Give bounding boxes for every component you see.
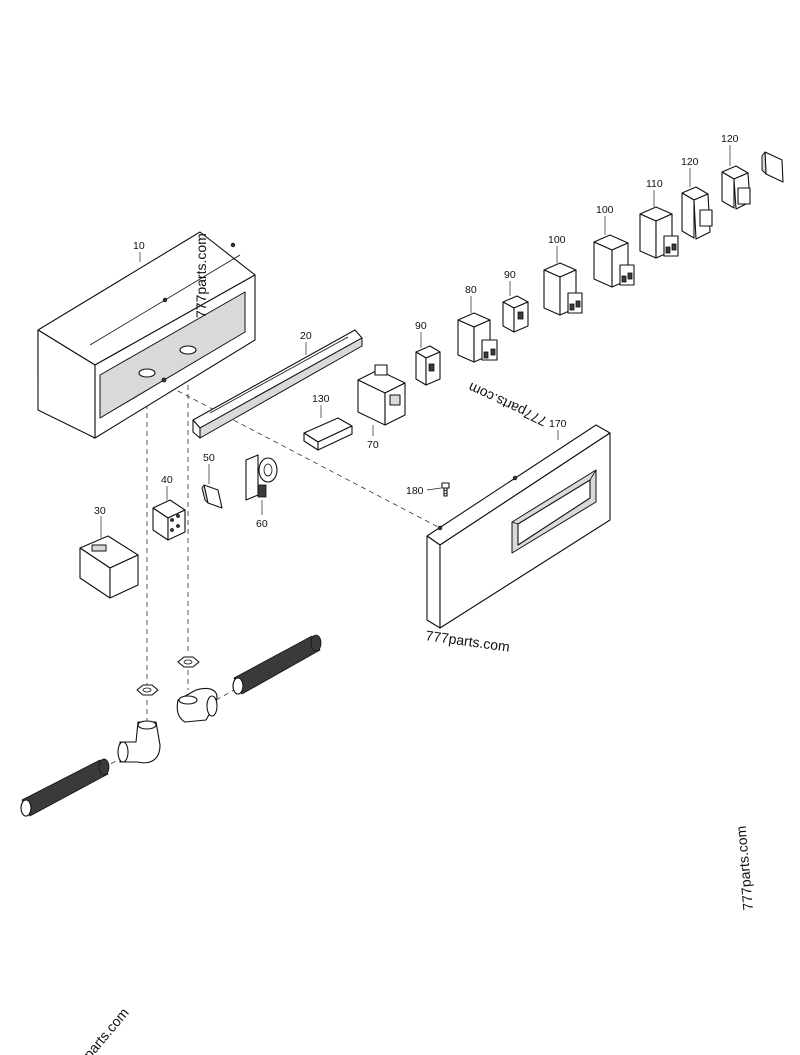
callout-120-right: 120 (721, 133, 739, 145)
watermark-vertical-box: 777parts.com (193, 233, 209, 318)
callout-labels: 10 20 30 40 50 60 70 80 90 90 100 100 11… (94, 133, 739, 530)
part-120-terminal-right (721, 165, 751, 210)
part-110-breaker (639, 206, 679, 259)
part-80-breaker (457, 312, 498, 363)
callout-80: 80 (465, 284, 477, 296)
callout-10: 10 (133, 240, 145, 252)
part-20-din-rail (192, 329, 363, 439)
part-120-terminal-left (681, 186, 713, 240)
part-180-screw (441, 482, 450, 497)
part-30-relay-block (79, 535, 139, 599)
watermark-right-vertical: 777parts.com (733, 825, 756, 911)
callout-20: 20 (300, 330, 312, 342)
part-90-aux-contact-right (502, 295, 529, 333)
callout-70: 70 (367, 439, 379, 451)
callout-110: 110 (646, 178, 663, 190)
callout-60: 60 (256, 518, 268, 530)
callout-40: 40 (161, 474, 173, 486)
part-130-cover-strip (303, 417, 353, 451)
callout-130: 130 (312, 393, 330, 405)
part-170-front-door (426, 424, 611, 629)
callout-120-left: 120 (681, 156, 699, 168)
part-100-breaker-left (543, 262, 583, 316)
part-50-end-cover (201, 484, 223, 509)
callout-90-left: 90 (415, 320, 427, 332)
callout-90-right: 90 (504, 269, 516, 281)
part-40-terminal-block (152, 499, 186, 541)
conduit-fittings (20, 634, 322, 817)
part-end-stop (761, 151, 784, 183)
callout-100-left: 100 (548, 234, 566, 246)
callout-180: 180 (406, 485, 424, 497)
watermark-door-top: 777parts.com (466, 379, 550, 429)
watermark-bottom-center: 777parts.com (425, 627, 511, 655)
callout-100-right: 100 (596, 204, 614, 216)
callout-170: 170 (549, 418, 567, 430)
part-10-enclosure-box (37, 231, 256, 439)
part-100-breaker-right (593, 234, 635, 288)
callout-leader-lines (100, 145, 731, 538)
part-70-contactor (357, 364, 406, 426)
watermark-bottom-left-partial: parts.com (80, 1005, 132, 1055)
part-90-aux-contact-left (415, 345, 441, 386)
part-60-clamp (245, 454, 278, 501)
callout-50: 50 (203, 452, 215, 464)
callout-30: 30 (94, 505, 106, 517)
